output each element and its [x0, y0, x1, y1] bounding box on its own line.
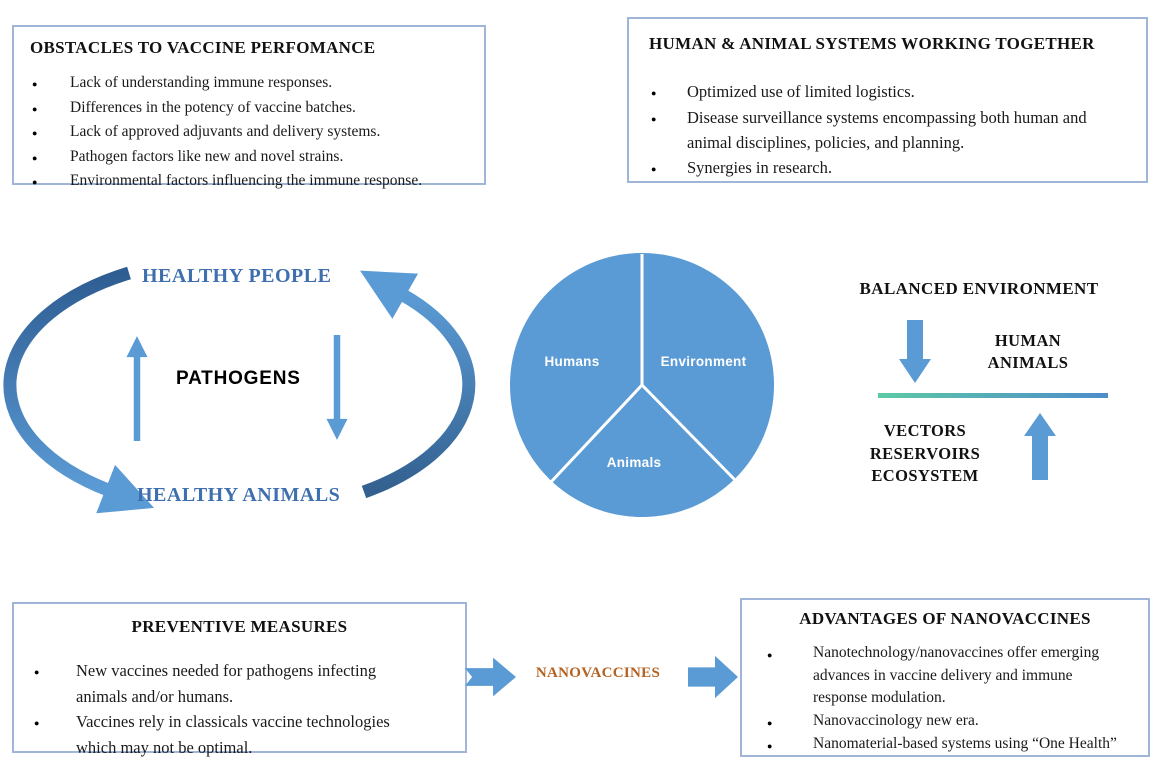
- obstacles-list: ● Lack of understanding immune responses.…: [30, 71, 468, 194]
- bullet-icon: ●: [32, 79, 38, 89]
- list-item: ● Synergies in research.: [649, 155, 1126, 181]
- bullet-icon: ●: [32, 177, 38, 187]
- list-item-text: Lack of understanding immune responses.: [70, 74, 333, 91]
- obstacles-title: OBSTACLES TO VACCINE PERFOMANCE: [30, 38, 376, 57]
- list-item: ● Nanovaccinology new era.: [754, 710, 1136, 734]
- pie-divider-bottom-left: [549, 383, 644, 484]
- human-label: HUMAN: [994, 331, 1062, 350]
- list-item: ● Lack of understanding immune responses.: [30, 71, 468, 96]
- bullet-icon: ●: [767, 650, 773, 660]
- list-item-text: Optimized use of limited logistics.: [687, 82, 915, 101]
- list-item-text: Nanovaccinology new era.: [813, 711, 979, 729]
- preventive-measures-list: ● New vaccines needed for pathogens infec…: [28, 658, 451, 760]
- list-item: ● Optimized use of limited logistics.: [649, 79, 1126, 105]
- flow-right-arrow-1: [465, 657, 516, 697]
- pie-slice-label-environment: Environment: [660, 354, 747, 369]
- human-animal-systems-title: HUMAN & ANIMAL SYSTEMS WORKING TOGETHER: [649, 34, 1095, 53]
- list-item: ● Lack of approved adjuvants and delivery…: [30, 120, 468, 145]
- bullet-icon: ●: [767, 717, 773, 728]
- list-item: ● Pathogen factors like new and novel str…: [30, 145, 468, 170]
- human-animal-systems-box: HUMAN & ANIMAL SYSTEMS WORKING TOGETHER …: [627, 17, 1148, 183]
- cycle-arc-left-arrow: [3, 266, 155, 514]
- preventive-measures-title: PREVENTIVE MEASURES: [131, 617, 348, 636]
- pathogen-cycle-diagram: [3, 266, 476, 514]
- list-item: ● Environmental factors influencing the i…: [30, 169, 468, 194]
- preventive-measures-box: PREVENTIVE MEASURES ● New vaccines needed…: [12, 602, 467, 757]
- list-item-text: Synergies in research.: [687, 158, 832, 177]
- advantages-box: ADVANTAGES OF NANOVACCINES ● Nanotechnolo…: [740, 598, 1150, 757]
- balanced-environment-graphic: [878, 320, 1108, 480]
- list-item: ● Nanomaterial-based systems using “One H…: [754, 733, 1136, 757]
- healthy-people-label: HEALTHY PEOPLE: [142, 265, 332, 287]
- bullet-icon: ●: [651, 114, 657, 124]
- balance-up-arrow: [1024, 413, 1056, 480]
- vectors-label: VECTORS: [883, 421, 967, 440]
- bullet-icon: ●: [34, 718, 40, 728]
- human-animal-systems-list: ● Optimized use of limited logistics. ● Di…: [649, 79, 1126, 181]
- bullet-icon: ●: [34, 667, 40, 677]
- advantages-list: ● Nanotechnology/nanovaccines offer emerg…: [754, 642, 1136, 757]
- balance-above-labels: HUMAN ANIMALS: [958, 330, 1098, 373]
- list-item-text: Differences in the potency of vaccine ba…: [70, 98, 356, 116]
- list-item: ● New vaccines needed for pathogens infec…: [28, 658, 451, 709]
- list-item-text: Disease surveillance systems encompassin…: [687, 108, 1087, 152]
- advantages-title: ADVANTAGES OF NANOVACCINES: [799, 609, 1091, 628]
- reservoirs-label: RESERVOIRS: [869, 443, 981, 463]
- flow-right-arrow-2: [688, 655, 738, 699]
- list-item: ● Vaccines rely in classicals vaccine tec…: [28, 709, 451, 760]
- list-item: ● Differences in the potency of vaccine b…: [30, 96, 468, 121]
- nanovaccines-label: NANOVACCINES: [535, 665, 661, 681]
- bullet-icon: ●: [32, 103, 38, 114]
- pie-divider-bottom-right: [640, 383, 737, 482]
- pie-slice-label-humans: Humans: [544, 354, 600, 369]
- cycle-arc-right-arrow: [360, 270, 476, 499]
- pathogens-label: PATHOGENS: [176, 368, 301, 389]
- ecosystem-label: ECOSYSTEM: [871, 466, 979, 485]
- bullet-icon: ●: [651, 88, 657, 98]
- list-item-text: Vaccines rely in classicals vaccine tech…: [76, 712, 390, 757]
- animals-label: ANIMALS: [987, 352, 1069, 372]
- list-item-text: Nanotechnology/nanovaccines offer emergi…: [813, 644, 1100, 706]
- balance-below-labels: VECTORS RESERVOIRS ECOSYSTEM: [853, 420, 997, 488]
- list-item-text: Pathogen factors like new and novel stra…: [70, 147, 344, 165]
- one-health-pie-chart: [510, 253, 774, 517]
- balanced-environment-title: BALANCED ENVIRONMENT: [859, 279, 1099, 298]
- bullet-icon: ●: [32, 128, 38, 138]
- bullet-icon: ●: [651, 164, 657, 174]
- obstacles-box: OBSTACLES TO VACCINE PERFOMANCE ● Lack of…: [12, 25, 486, 189]
- pie-slice-label-animals: Animals: [606, 455, 662, 470]
- list-item-text: Nanomaterial-based systems using “One He…: [813, 735, 1117, 752]
- bullet-icon: ●: [32, 152, 38, 163]
- list-item: ● Disease surveillance systems encompassi…: [649, 105, 1126, 155]
- list-item-text: Lack of approved adjuvants and delivery …: [70, 123, 381, 140]
- balance-gradient-line: [878, 393, 1108, 398]
- list-item: ● Nanotechnology/nanovaccines offer emerg…: [754, 642, 1136, 710]
- list-item-text: Environmental factors influencing the im…: [70, 172, 423, 189]
- list-item-text: New vaccines needed for pathogens infect…: [76, 661, 377, 706]
- balance-down-arrow: [899, 320, 931, 383]
- healthy-animals-label: HEALTHY ANIMALS: [137, 484, 341, 506]
- bullet-icon: ●: [767, 741, 773, 751]
